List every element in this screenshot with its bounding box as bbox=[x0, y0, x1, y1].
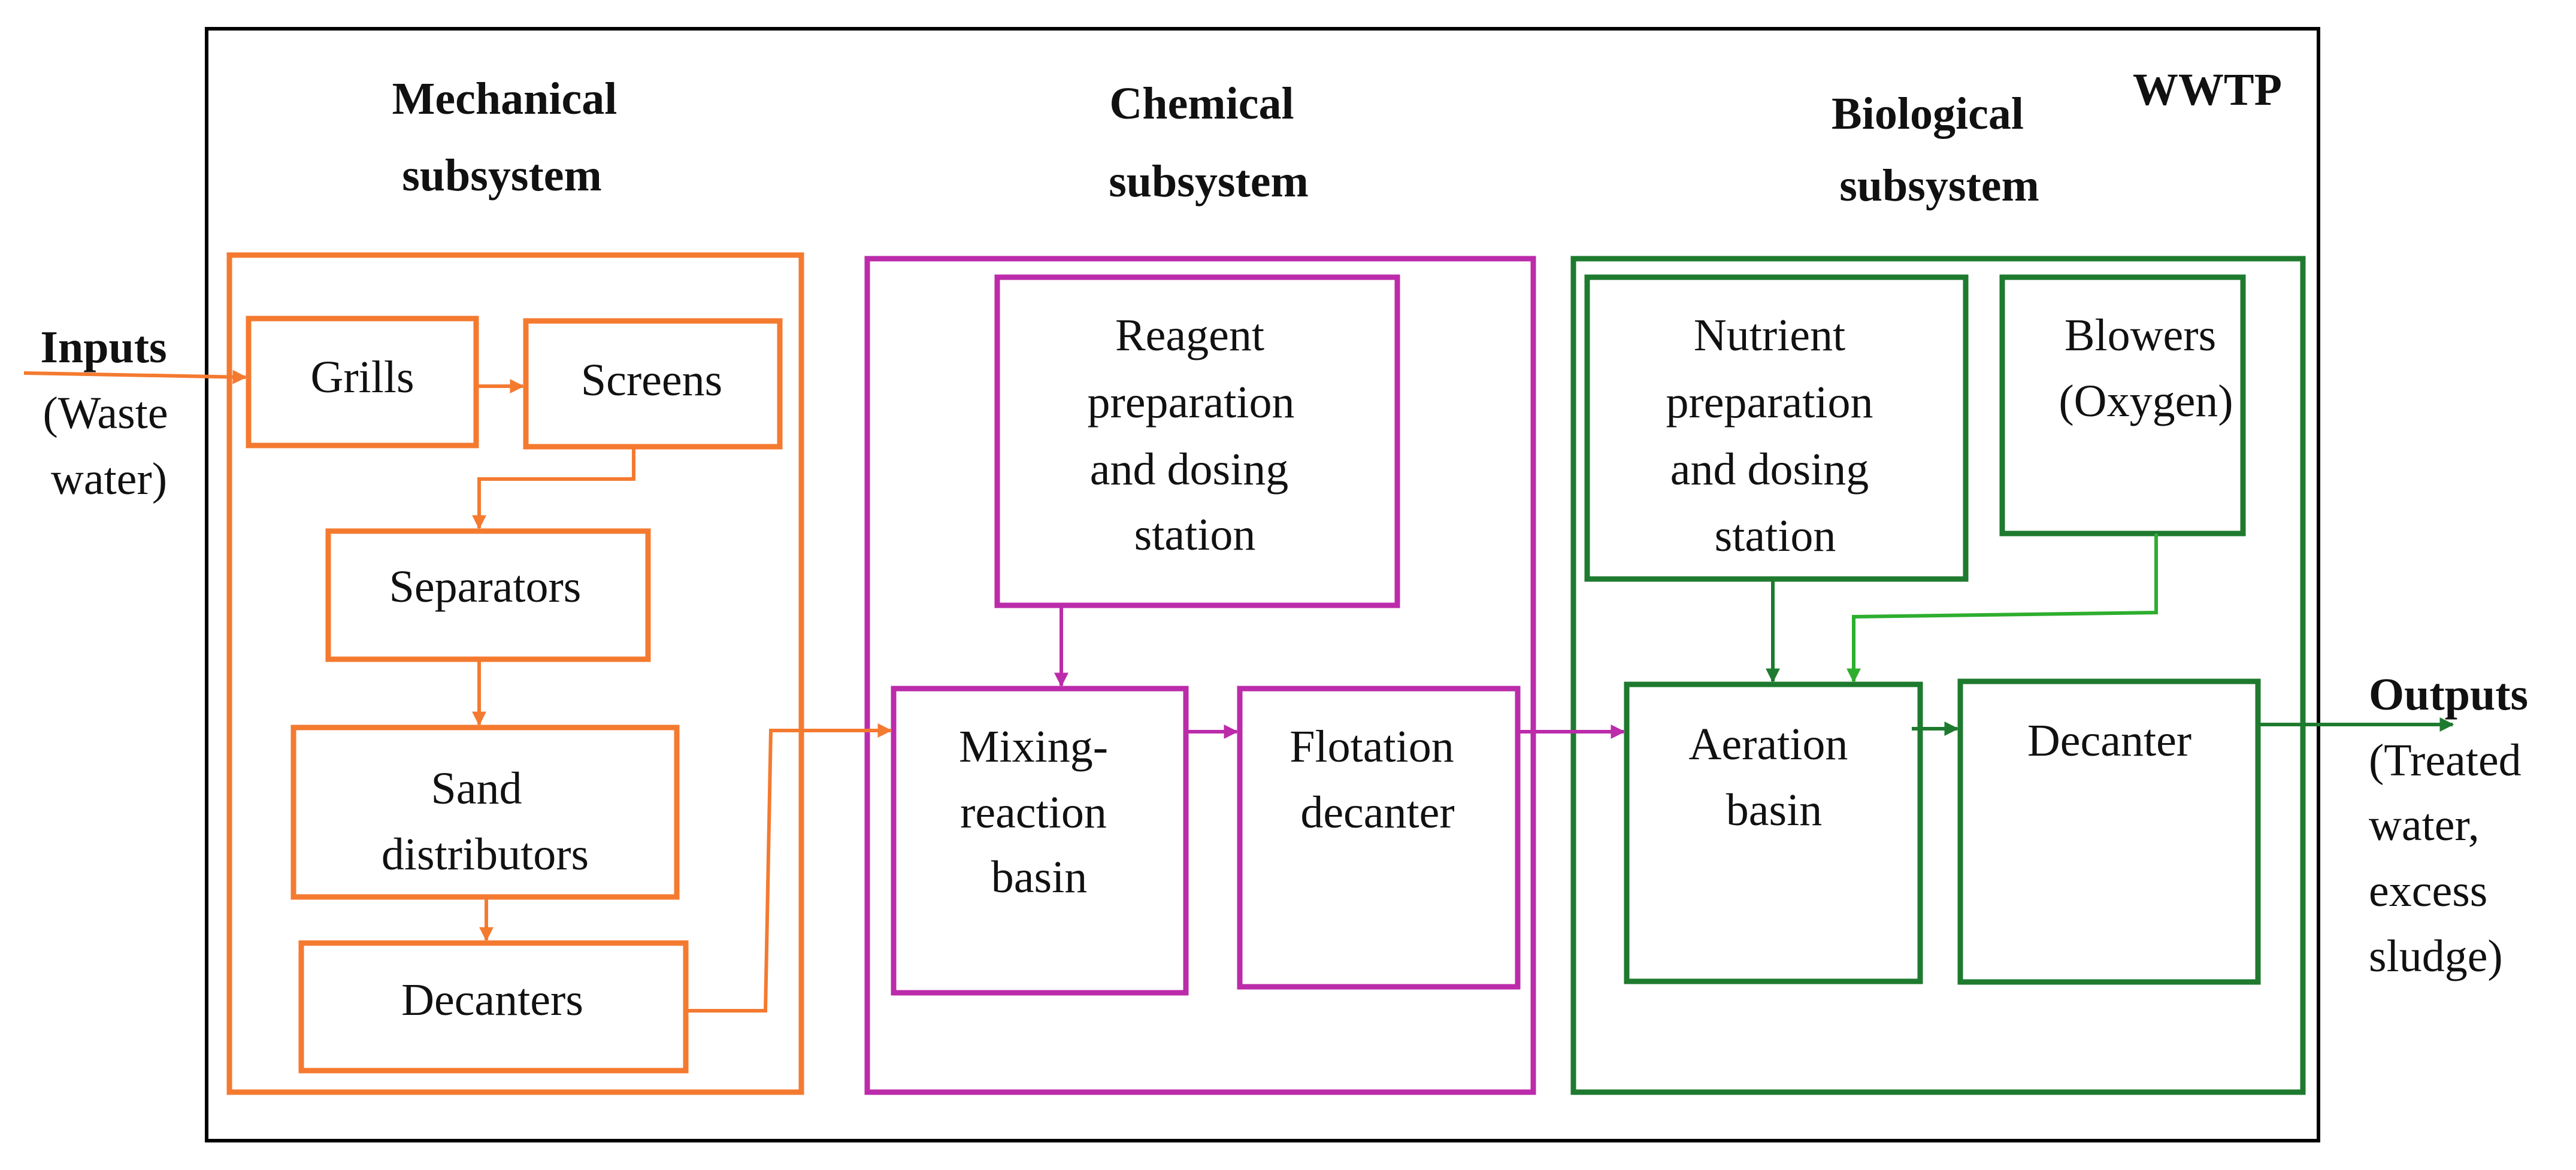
chemical-flow-arrows bbox=[1054, 605, 1625, 739]
arrow-inputs-to-grills bbox=[23, 369, 247, 384]
wwtp-frame bbox=[205, 27, 2320, 1142]
flotation-decanter-box bbox=[1237, 686, 1521, 990]
aeration-basin-line-1: Aeration bbox=[1689, 719, 1848, 769]
grills-label-line: Grills bbox=[310, 352, 414, 402]
mixing-basin-line-2: reaction bbox=[960, 787, 1107, 838]
sand-distributors-label-line-2: distributors bbox=[382, 829, 589, 880]
reagent-station-line-4: station bbox=[1134, 510, 1256, 560]
nutrient-station-line-2: preparation bbox=[1666, 377, 1873, 428]
mechanical-heading-line-2: subsystem bbox=[402, 150, 602, 201]
outputs-label: Outputs (Treated water, excess sludge) bbox=[2369, 669, 2530, 981]
mixing-basin-label: Mixing- reaction basin bbox=[959, 722, 1119, 902]
separators-box bbox=[325, 528, 651, 662]
reagent-station-line-3: and dosing bbox=[1090, 444, 1288, 495]
mixing-basin-line-1: Mixing- bbox=[959, 722, 1108, 772]
blowers-line-1: Blowers bbox=[2065, 310, 2216, 360]
arrow-decanters-to-mixing-basin bbox=[686, 723, 892, 1013]
separators-label: Separators bbox=[389, 562, 582, 612]
inputs-label: Inputs (Waste water) bbox=[40, 322, 170, 504]
chemical-heading-line-1: Chemical bbox=[1109, 78, 1294, 129]
arrow-blowers-to-aeration bbox=[1847, 534, 2158, 683]
chemical-heading-line-2: subsystem bbox=[1109, 156, 1309, 207]
arrow-screens-to-separators bbox=[472, 447, 635, 530]
reagent-station-line-1: Reagent bbox=[1115, 310, 1264, 360]
decanters-label: Decanters bbox=[401, 975, 583, 1025]
wwtp-label: WWTP bbox=[2133, 65, 2282, 115]
grills-label: Grills bbox=[310, 352, 414, 402]
outputs-line-4: sludge) bbox=[2369, 931, 2503, 981]
blowers-label: Blowers (Oxygen) bbox=[2059, 310, 2233, 426]
biological-heading-line-2: subsystem bbox=[1839, 160, 2039, 211]
blowers-box bbox=[1999, 274, 2246, 536]
flotation-decanter-label: Flotation decanter bbox=[1289, 722, 1465, 838]
separators-label-line: Separators bbox=[389, 562, 582, 612]
sand-distributors-label: Sand distributors bbox=[382, 763, 589, 880]
inputs-line-2: water) bbox=[51, 454, 167, 504]
outputs-line-2: water, bbox=[2369, 800, 2480, 850]
aeration-basin-label: Aeration basin bbox=[1689, 719, 1860, 835]
nutrient-station-label: Nutrient preparation and dosing station bbox=[1666, 310, 1884, 561]
decanters-label-line: Decanters bbox=[401, 975, 583, 1025]
nutrient-station-line-1: Nutrient bbox=[1694, 310, 1845, 360]
biological-subsystem bbox=[1570, 256, 2306, 1095]
inputs-line-1: (Waste bbox=[43, 388, 168, 438]
mixing-basin-line-3: basin bbox=[991, 852, 1087, 902]
decanter-line: Decanter bbox=[2027, 716, 2191, 766]
blowers-line-2: (Oxygen) bbox=[2059, 376, 2233, 426]
biological-heading-line-1: Biological bbox=[1832, 89, 2024, 139]
screens-label-line: Screens bbox=[581, 355, 722, 405]
reagent-station-label: Reagent preparation and dosing station bbox=[1087, 310, 1306, 560]
screens-label: Screens bbox=[581, 355, 722, 405]
mechanical-flow-arrows bbox=[23, 369, 892, 1013]
reagent-station-box bbox=[994, 274, 1400, 608]
biological-heading: Biological subsystem bbox=[1832, 89, 2039, 211]
aeration-basin-box bbox=[1624, 681, 1923, 984]
sand-distributors-label-line-1: Sand bbox=[431, 763, 522, 814]
chemical-heading: Chemical subsystem bbox=[1109, 78, 1309, 207]
nutrient-station-line-3: and dosing bbox=[1670, 444, 1869, 495]
biological-container bbox=[1570, 256, 2306, 1095]
outputs-line-1: (Treated bbox=[2369, 735, 2521, 786]
mechanical-heading-line-1: Mechanical bbox=[392, 74, 617, 124]
decanters-box bbox=[298, 940, 689, 1074]
mechanical-subsystem bbox=[226, 252, 804, 1095]
aeration-basin-line-2: basin bbox=[1726, 785, 1822, 835]
nutrient-station-box bbox=[1584, 274, 1969, 582]
decanter-box bbox=[1957, 678, 2261, 985]
reagent-station-line-2: preparation bbox=[1087, 377, 1294, 428]
mechanical-heading: Mechanical subsystem bbox=[392, 74, 629, 201]
mixing-basin-box bbox=[891, 686, 1189, 996]
screens-box bbox=[523, 318, 783, 450]
grills-box bbox=[246, 316, 479, 448]
nutrient-station-line-4: station bbox=[1715, 511, 1836, 561]
inputs-title: Inputs bbox=[40, 322, 167, 372]
outputs-line-3: excess bbox=[2369, 866, 2487, 916]
outputs-title: Outputs bbox=[2369, 669, 2528, 720]
chemical-container bbox=[864, 256, 1536, 1095]
flotation-decanter-line-2: decanter bbox=[1300, 787, 1454, 838]
chemical-subsystem bbox=[864, 256, 1536, 1095]
biological-flow-arrows bbox=[1766, 534, 2454, 736]
mechanical-container bbox=[226, 252, 804, 1095]
decanter-label: Decanter bbox=[2027, 716, 2191, 766]
flotation-decanter-line-1: Flotation bbox=[1289, 722, 1454, 772]
